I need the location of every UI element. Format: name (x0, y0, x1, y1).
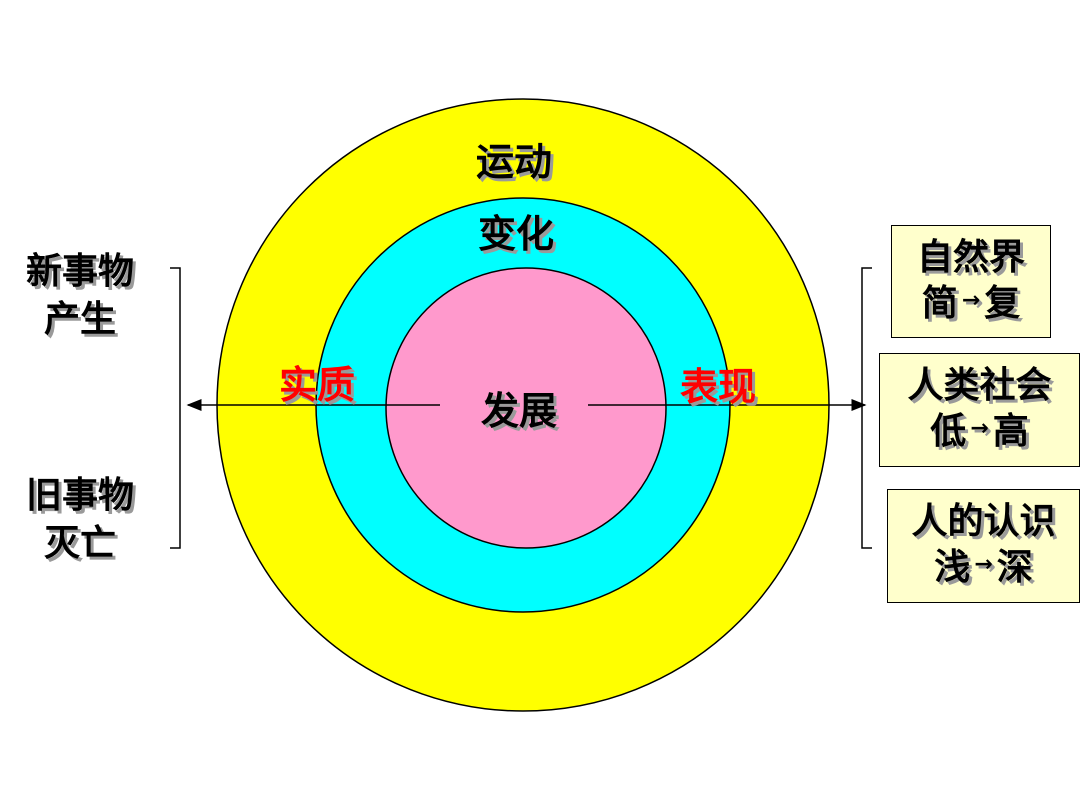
box-nature-title: 自然界 (916, 237, 1025, 278)
label-essence: 实质 (279, 363, 356, 407)
right-bracket (861, 267, 872, 549)
box-society: 人类社会 低→高 (879, 353, 1080, 467)
box-cognition-progress: 浅→深 (934, 547, 1033, 588)
box-cognition-title: 人的认识 (911, 501, 1056, 542)
box-nature-progress: 简→复 (921, 283, 1021, 324)
label-change: 变化 (478, 212, 555, 256)
left-bracket (170, 267, 181, 549)
box-nature: 自然界 简→复 (891, 225, 1051, 338)
old-things-line1: 旧事物 (26, 475, 135, 516)
label-manifestation: 表现 (680, 365, 757, 409)
inner-circle-development (385, 267, 667, 549)
new-things-line1: 新事物 (26, 251, 135, 292)
box-society-progress: 低→高 (930, 411, 1029, 452)
box-cognition: 人的认识 浅→深 (887, 489, 1080, 603)
old-things-line2: 灭亡 (44, 523, 117, 564)
label-motion: 运动 (476, 140, 553, 184)
new-things-label: 新事物 产生 (26, 254, 134, 350)
label-development: 发展 (481, 389, 558, 433)
new-things-line2: 产生 (44, 299, 117, 340)
box-society-title: 人类社会 (907, 365, 1052, 406)
old-things-label: 旧事物 灭亡 (26, 478, 134, 574)
